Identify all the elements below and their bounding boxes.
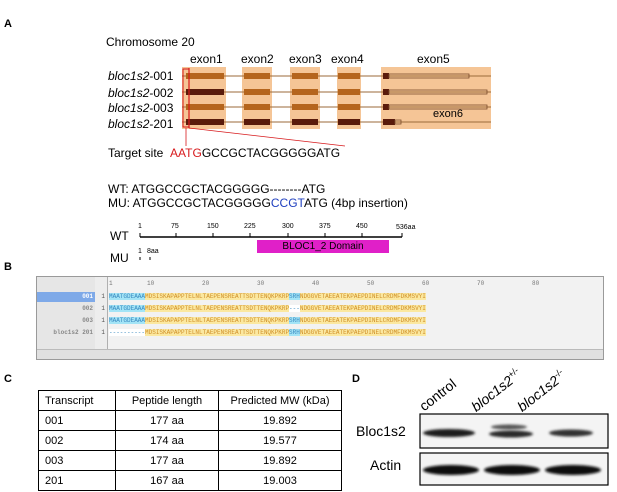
cell-length: 174 aa — [115, 430, 219, 451]
table-row: 201 167 aa 19.003 — [38, 470, 342, 491]
exon4-label: exon4 — [331, 52, 364, 66]
exon2-label: exon2 — [241, 52, 274, 66]
exon5-band — [381, 67, 491, 129]
lane-label-het: bloc1s2+/- — [468, 365, 521, 415]
wt-tick-450: 450 — [356, 223, 368, 230]
transcript-001-track — [182, 73, 491, 79]
transcript-002-track — [182, 89, 491, 95]
alignment-row-003-seq: MAATGDEAAAMDSISKAPAPPTELNLTAEPENSREATTSD… — [109, 317, 426, 324]
header-predicted-mw: Predicted MW (kDa) — [218, 390, 342, 411]
alignment-scrollbar[interactable] — [37, 349, 603, 359]
table-row: 001 177 aa 19.892 — [38, 410, 342, 431]
table-row: 002 174 aa 19.577 — [38, 430, 342, 451]
cell-mw: 19.892 — [218, 450, 342, 471]
wt-tick-75: 75 — [171, 223, 179, 230]
transcript-201-track — [182, 119, 491, 125]
wt-protein-label: WT — [110, 229, 129, 243]
table-row: 003 177 aa 19.892 — [38, 450, 342, 471]
actin-band-het — [484, 465, 540, 475]
alignment-row-001-num: 1 — [101, 293, 105, 300]
wt-tick-150: 150 — [207, 223, 219, 230]
transcript-002-label: bloc1s2-002 — [108, 86, 174, 100]
alignment-row-002-name[interactable]: 002 — [82, 305, 93, 312]
lane-label-ko: bloc1s2-/- — [514, 366, 565, 415]
cell-length: 177 aa — [115, 410, 219, 431]
alignment-row-002-num: 1 — [101, 305, 105, 312]
bloc1s2-band-het — [489, 430, 533, 438]
transcript-003-track — [182, 104, 491, 110]
exon3-label: exon3 — [289, 52, 322, 66]
target-site-codon: ATG — [178, 146, 202, 160]
mw-table-header: Transcript Peptide length Predicted MW (… — [38, 390, 342, 411]
cell-transcript: 003 — [38, 450, 116, 471]
target-site-rest: GCCGCTACGGGGGATG — [201, 146, 341, 160]
mu-sequence: MU: ATGGCCGCTACGGGGGCCGTATG (4bp inserti… — [108, 196, 408, 210]
panel-letter-b: B — [4, 261, 12, 273]
transcript-201-label: bloc1s2-201 — [108, 117, 174, 131]
wt-sequence: WT: ATGGCCGCTACGGGGG--------ATG — [108, 182, 326, 196]
wt-tick-1: 1 — [138, 223, 142, 230]
cell-transcript: 201 — [38, 470, 116, 491]
exon6-label: exon6 — [433, 108, 463, 120]
cell-transcript: 002 — [38, 430, 116, 451]
cell-mw: 19.003 — [218, 470, 342, 491]
panel-letter-a: A — [4, 18, 12, 30]
alignment-num-column — [95, 277, 108, 359]
cell-length: 177 aa — [115, 450, 219, 471]
target-site-label: Target site — [108, 146, 164, 160]
chromosome-label: Chromosome 20 — [106, 35, 195, 49]
bloc1-domain-label: BLOC1_2 Domain — [282, 241, 364, 252]
alignment-row-003-name[interactable]: 003 — [82, 317, 93, 324]
transcript-001-label: bloc1s2-001 — [108, 69, 174, 83]
mu-tick-8aa: 8aa — [147, 248, 159, 255]
alignment-row-002-seq: MAATGDEAAAMDSISKAPAPPTELNLTAEPENSREATTSD… — [109, 305, 426, 312]
transcript-003-label: bloc1s2-003 — [108, 101, 174, 115]
mu-protein-axis — [139, 257, 151, 260]
western-blot — [419, 413, 609, 486]
bloc1s2-band-control — [423, 429, 475, 437]
alignment-row-001-selected-bg — [37, 292, 95, 302]
mu-protein-label: MU — [110, 251, 129, 265]
target-connector-right — [188, 127, 346, 147]
header-peptide-length: Peptide length — [115, 390, 219, 411]
alignment-row-201-name[interactable]: bloc1s2 201 — [53, 329, 93, 336]
bloc1s2-band-ko — [549, 429, 593, 437]
actin-band-ko — [545, 465, 601, 475]
alignment-row-001-name[interactable]: 001 — [82, 293, 93, 300]
header-transcript: Transcript — [38, 390, 116, 411]
wt-protein-axis — [139, 233, 403, 238]
alignment-row-201-seq: ----------MDSISKAPAPPTELNLTAEPENSREATTSD… — [109, 329, 426, 336]
exon1-label: exon1 — [190, 52, 223, 66]
actin-band-control — [423, 465, 479, 475]
exon5-label: exon5 — [417, 52, 450, 66]
bloc1-domain-box — [257, 240, 389, 253]
target-site-prefix: A — [170, 146, 179, 160]
bloc1s2-band-het-upper — [491, 424, 527, 430]
band-label-actin: Actin — [370, 457, 402, 473]
cell-mw: 19.577 — [218, 430, 342, 451]
wt-tick-375: 375 — [319, 223, 331, 230]
lane-label-control: control — [416, 375, 460, 414]
mw-table: Transcript Peptide length Predicted MW (… — [38, 390, 342, 491]
mu-tick-1: 1 — [138, 248, 142, 255]
alignment-row-003-num: 1 — [101, 317, 105, 324]
insertion-seq: CCGT — [270, 196, 304, 210]
gene-model — [139, 67, 491, 260]
cell-mw: 19.892 — [218, 410, 342, 431]
cell-transcript: 001 — [38, 410, 116, 431]
alignment-row-001-seq: MAATGDEAAAMDSISKAPAPPTELNLTAEPENSREATTSD… — [109, 293, 426, 300]
panel-letter-c: C — [4, 373, 12, 385]
alignment-row-201-num: 1 — [101, 329, 105, 336]
band-label-bloc1s2: Bloc1s2 — [356, 423, 406, 439]
target-site-row: Target site AATGGCCGCTACGGGGGATG — [108, 146, 340, 160]
wt-tick-536: 536aa — [396, 224, 416, 231]
cell-length: 167 aa — [115, 470, 219, 491]
wt-tick-225: 225 — [244, 223, 256, 230]
wt-tick-300: 300 — [282, 223, 294, 230]
panel-letter-d: D — [352, 373, 360, 385]
